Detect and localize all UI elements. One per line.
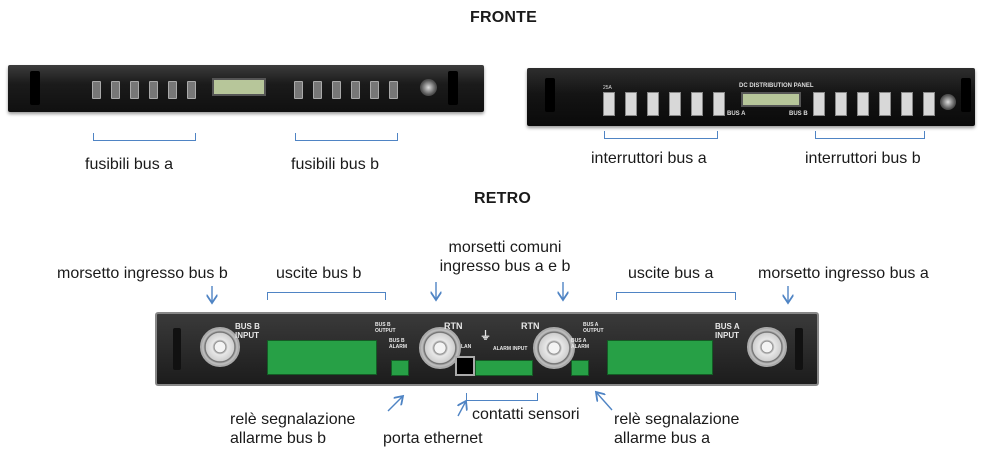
rack-ear-right [795,328,803,370]
fuse-b6 [389,81,398,99]
breaker-b3 [857,92,869,116]
label-relay-a-line2: allarme bus a [614,430,711,447]
bus-a-output-label: BUS A OUTPUT [583,322,604,334]
bus-b-input-connector [200,327,240,367]
rack-ear-left [30,71,40,105]
breaker-a2 [625,92,637,116]
rtn-left-label: RTN [444,321,463,331]
fuse-b5 [370,81,379,99]
fuse-b3 [332,81,341,99]
bus-b-alarm-label: BUS B ALARM [389,338,408,350]
power-knob [940,94,956,110]
label-common-inputs: morsetti comuni ingresso bus a e b [420,238,590,276]
rear-bus-b-input-label: BUS B INPUT [235,322,260,340]
label-input-a: morsetto ingresso bus a [758,265,929,282]
breaker-b1 [813,92,825,116]
label-relay-a-line1: relè segnalazione [614,411,740,428]
bus-b-alarm-relay [391,360,409,376]
front-panel-fuses [8,65,484,112]
label-outputs-b: uscite bus b [276,265,362,282]
alarm-input-label: ALARM INPUT [493,346,528,352]
label-relay-b-line2: allarme bus b [230,430,327,447]
rack-ear-left [545,78,555,112]
bus-b-label: BUS B [789,111,808,117]
label-sensors: contatti sensori [472,406,580,423]
fuse-a1 [92,81,101,99]
breaker-a5 [691,92,703,116]
power-knob [420,79,437,96]
fuse-a6 [187,81,196,99]
ground-symbol: ⏚ [480,330,491,342]
label-outputs-a: uscite bus a [628,265,714,282]
rack-ear-right [448,71,458,105]
fuse-a2 [111,81,120,99]
lcd-display [741,92,801,107]
arrow-relay-b [387,396,403,412]
label-fuses-a: fusibili bus a [85,156,174,173]
outputs-b-terminals [267,340,377,375]
bracket-fuses-b [295,133,398,141]
fuse-a3 [130,81,139,99]
rtn-connector-right [533,327,575,369]
breaker-b2 [835,92,847,116]
rear-heading: RETRO [474,190,531,207]
label-relay-b: relè segnalazione allarme bus b [230,410,355,448]
rtn-connector-left [419,327,461,369]
label-relay-b-line1: relè segnalazione [230,411,356,428]
breaker-b4 [879,92,891,116]
breaker-a3 [647,92,659,116]
rack-ear-right [961,78,971,112]
fuse-b2 [313,81,322,99]
breaker-a6 [713,92,725,116]
outputs-a-terminals [607,340,713,375]
label-breakers-a: interruttori bus a [591,150,707,167]
ethernet-port [455,356,475,376]
label-relay-a: relè segnalazione allarme bus a [614,410,739,448]
fuse-b4 [351,81,360,99]
label-input-b: morsetto ingresso bus b [57,265,228,282]
bracket-outputs-a [616,292,736,300]
bus-a-input-connector [747,327,787,367]
label-common-line2: ingresso bus a e b [439,258,571,275]
lan-label: LAN [461,344,472,350]
breaker-b5 [901,92,913,116]
breaker-amp-label: 25A [603,85,612,91]
breaker-a1 [603,92,615,116]
label-breakers-b: interruttori bus b [805,150,921,167]
lcd-display [212,78,266,96]
label-fuses-b: fusibili bus b [291,156,380,173]
rtn-right-label: RTN [521,321,540,331]
bracket-outputs-b [267,292,386,300]
rear-panel: BUS B INPUT BUS B OUTPUT BUS B ALARM RTN… [155,312,819,386]
bracket-breakers-b [815,131,925,139]
sensor-contacts-terminals [475,360,533,376]
bus-a-label: BUS A [727,111,746,117]
rack-ear-left [173,328,181,370]
bracket-sensors [466,393,538,401]
breaker-b6 [923,92,935,116]
fuse-b1 [294,81,303,99]
bus-a-alarm-relay [571,360,589,376]
label-ethernet: porta ethernet [383,430,483,447]
arrow-ethernet [458,401,466,417]
fuse-a4 [149,81,158,99]
bus-b-output-label: BUS B OUTPUT [375,322,396,334]
rear-bus-a-input-label: BUS A INPUT [715,322,740,340]
front-panel-breakers: 25A DC DISTRIBUTION PANEL BUS A BUS B [527,68,975,126]
bus-a-alarm-label: BUS A ALARM [571,338,590,350]
arrow-relay-a [596,392,613,411]
front-b-title: DC DISTRIBUTION PANEL [739,83,814,89]
fuse-a5 [168,81,177,99]
bracket-fuses-a [93,133,196,141]
bracket-breakers-a [604,131,718,139]
breaker-a4 [669,92,681,116]
front-heading: FRONTE [470,9,537,26]
label-common-line1: morsetti comuni [448,239,562,256]
